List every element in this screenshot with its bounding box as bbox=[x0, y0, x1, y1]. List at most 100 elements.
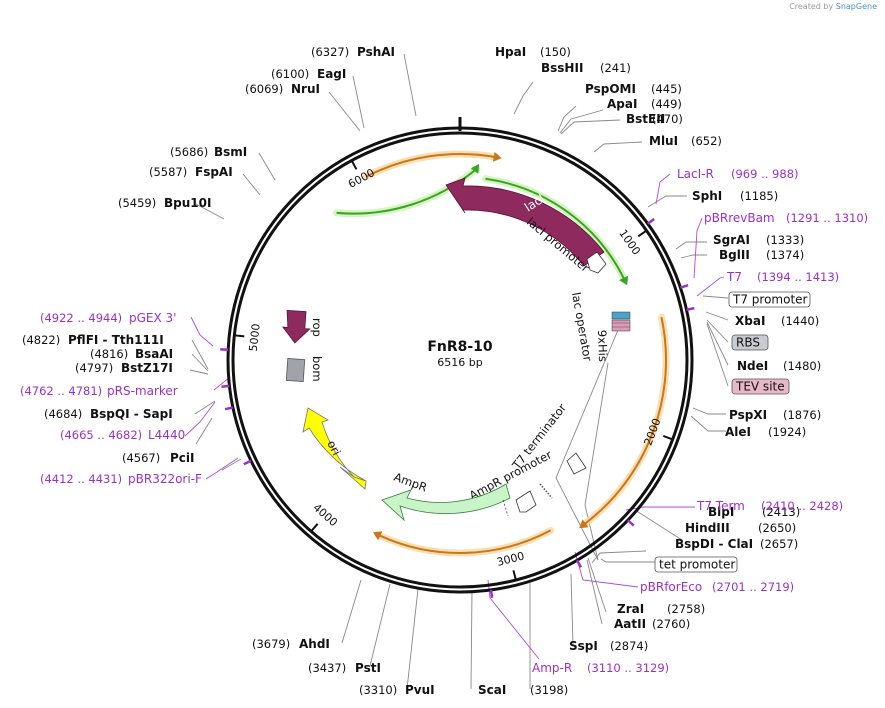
site-label: PstI bbox=[355, 661, 381, 675]
tick-mark bbox=[637, 229, 648, 238]
site-name: PvuI bbox=[405, 683, 435, 697]
site-name: BstEII bbox=[626, 112, 665, 126]
site-label: SgrAI bbox=[713, 233, 750, 247]
primer-range: (2701 .. 2719) bbox=[712, 580, 794, 594]
primer-mark bbox=[575, 559, 583, 568]
site-pos-label: (6327) bbox=[311, 45, 349, 59]
tick-mark bbox=[350, 160, 358, 170]
site-position: (3198) bbox=[530, 683, 568, 697]
primer-range: (1291 .. 1310) bbox=[786, 211, 868, 225]
site-name: PflFI - Tth111I bbox=[68, 333, 164, 347]
leader-lines bbox=[189, 53, 729, 690]
feature-box-label: T7 promoter bbox=[732, 293, 808, 307]
site-pos-label: (3310) bbox=[359, 683, 397, 697]
site-position: (652) bbox=[691, 134, 722, 148]
rop-label: rop bbox=[310, 318, 324, 337]
site-label: SphI bbox=[692, 189, 722, 203]
site-pos-label: (6069) bbox=[245, 82, 283, 96]
site-label: BspQI - SapI bbox=[90, 407, 173, 421]
site-label: PciI bbox=[170, 451, 195, 465]
site-name: BstZ17I bbox=[121, 361, 173, 375]
site-label: XbaI bbox=[735, 314, 765, 328]
site-position: (1924) bbox=[768, 425, 806, 439]
site-label: PflFI - Tth111I bbox=[68, 333, 164, 347]
primer-mark bbox=[627, 519, 635, 527]
feature-box bbox=[731, 334, 769, 351]
site-label: BsmI bbox=[214, 145, 247, 159]
primer-range: (2410 .. 2428) bbox=[761, 499, 843, 513]
site-label: PspXI bbox=[729, 408, 767, 422]
primer-range: (3110 .. 3129) bbox=[587, 661, 669, 675]
site-position: (470) bbox=[652, 112, 683, 126]
site-position: (4567) bbox=[122, 451, 160, 465]
bom-label: bom bbox=[310, 356, 324, 382]
primer-label: pGEX 3' bbox=[129, 311, 176, 325]
site-labels: HpaI(150)BssHII(241)PspOMI(445)ApaI(449)… bbox=[20, 45, 868, 697]
site-name: SgrAI bbox=[713, 233, 750, 247]
site-name: SphI bbox=[692, 189, 722, 203]
site-name: BssHII bbox=[541, 61, 583, 75]
site-pos-label: (2874) bbox=[610, 639, 648, 653]
site-name: ScaI bbox=[478, 683, 506, 697]
feature-rop bbox=[282, 309, 311, 344]
site-pos-label: (1185) bbox=[740, 189, 778, 203]
primer-name: L4440 bbox=[148, 428, 185, 442]
site-pos-label: (2413) bbox=[762, 505, 800, 519]
orf-arrowhead bbox=[579, 519, 589, 529]
site-label: AatII bbox=[614, 617, 646, 631]
site-name: AhdI bbox=[299, 637, 330, 651]
orf-arrowhead bbox=[619, 275, 629, 286]
site-name: Bpu10I bbox=[164, 196, 211, 210]
site-pos-label: (4797) bbox=[75, 361, 113, 375]
site-position: (1876) bbox=[783, 408, 821, 422]
site-name: MluI bbox=[649, 134, 678, 148]
primer-label: T7 bbox=[726, 270, 742, 284]
site-name: BsaAI bbox=[135, 347, 173, 361]
primer-name: pBR322ori-F bbox=[128, 472, 202, 486]
site-pos-label: (5587) bbox=[149, 165, 187, 179]
primer-range: (4665 .. 4682) bbox=[60, 428, 142, 442]
plasmid-length: 6516 bp bbox=[437, 356, 482, 369]
feature-small-dashed bbox=[539, 483, 553, 499]
site-name: PspXI bbox=[729, 408, 767, 422]
site-label: PspOMI bbox=[585, 82, 636, 96]
tick-mark bbox=[512, 570, 517, 581]
feature-box bbox=[731, 378, 790, 395]
site-pos-label: (470) bbox=[652, 112, 683, 126]
orf-arrow bbox=[378, 529, 552, 554]
site-name: NruI bbox=[291, 82, 320, 96]
primer-name: pBRrevBam bbox=[704, 211, 775, 225]
primer-range-label: (969 .. 988) bbox=[731, 167, 799, 181]
primer-label: T7 Term bbox=[696, 499, 745, 513]
site-label: BglII bbox=[719, 248, 750, 262]
orf-arrowhead bbox=[372, 531, 383, 541]
site-label: BstEII bbox=[626, 112, 665, 126]
primer-label: LacI-R bbox=[677, 167, 714, 181]
backbone-inner bbox=[231, 131, 689, 589]
primer-mark bbox=[221, 384, 230, 389]
lac-operator-label: lac operator bbox=[569, 291, 595, 362]
site-position: (5587) bbox=[149, 165, 187, 179]
site-position: (3437) bbox=[308, 661, 346, 675]
site-position: (1440) bbox=[781, 314, 819, 328]
site-position: (2874) bbox=[610, 639, 648, 653]
feature-box bbox=[728, 291, 811, 308]
site-name: XbaI bbox=[735, 314, 765, 328]
site-label: NdeI bbox=[737, 359, 768, 373]
site-label: BlpI bbox=[708, 505, 734, 519]
site-label: AleI bbox=[725, 425, 751, 439]
site-label: BssHII bbox=[541, 61, 583, 75]
site-label: PshAI bbox=[357, 45, 395, 59]
site-label: HpaI bbox=[495, 45, 526, 59]
orf-arrowhead bbox=[492, 151, 502, 162]
site-position: (2413) bbox=[762, 505, 800, 519]
site-pos-label: (4822) bbox=[22, 333, 60, 347]
orf-arrow bbox=[485, 177, 626, 281]
primer-range-label: (2410 .. 2428) bbox=[761, 499, 843, 513]
tick-label: 5000 bbox=[247, 323, 263, 352]
primer-range-label: (2701 .. 2719) bbox=[712, 580, 794, 594]
feature-box-label: TEV site bbox=[735, 380, 785, 394]
site-pos-label: (1480) bbox=[783, 359, 821, 373]
site-position: (6069) bbox=[245, 82, 283, 96]
